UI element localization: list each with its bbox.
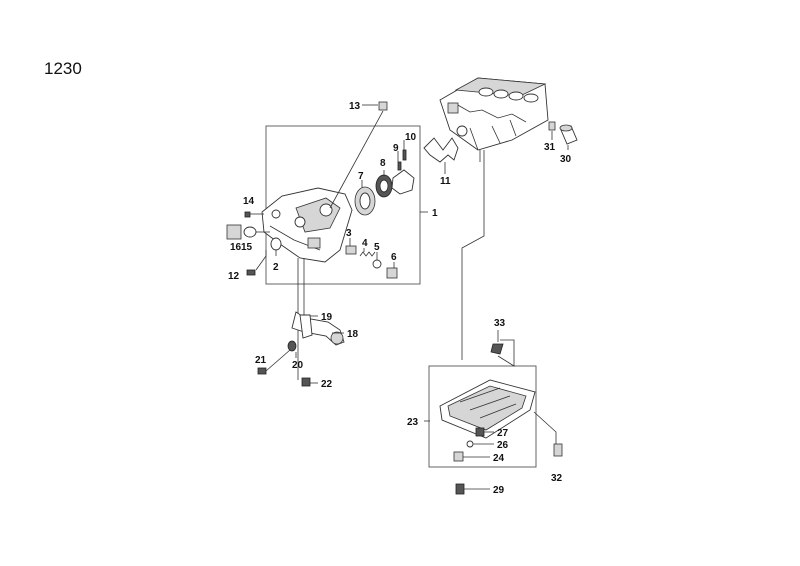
part-12-sensor <box>246 269 256 276</box>
pump-cover-plate <box>391 169 415 195</box>
callout-16: 16 <box>230 242 242 253</box>
oil-pan-group-frame <box>428 365 537 468</box>
callout-5: 5 <box>374 242 380 253</box>
callout-19: 19 <box>321 312 333 323</box>
callout-15: 15 <box>241 242 253 253</box>
part-16-sender <box>226 224 242 240</box>
part-11-gasket <box>423 137 459 163</box>
callout-31: 31 <box>544 142 556 153</box>
part-30-filter <box>559 124 578 145</box>
callout-26: 26 <box>497 440 509 451</box>
callout-23: 23 <box>407 417 419 428</box>
part-22-bolt <box>301 377 311 387</box>
part-10-screw <box>402 149 407 161</box>
callout-21: 21 <box>255 355 267 366</box>
engine-block <box>439 77 549 151</box>
part-13-bolt <box>378 101 388 111</box>
part-23-oil-pan <box>439 379 536 439</box>
callout-10: 10 <box>405 132 417 143</box>
part-18-strainer <box>291 311 345 346</box>
callout-24: 24 <box>493 453 505 464</box>
callout-22: 22 <box>321 379 333 390</box>
part-8-gear <box>375 174 393 198</box>
part-15-sender <box>243 226 257 238</box>
callout-4: 4 <box>362 238 368 249</box>
part-2-seal <box>270 237 282 251</box>
part-27-spring <box>475 427 485 437</box>
part-7-gear <box>354 186 376 216</box>
part-9-screw <box>397 161 402 171</box>
callout-32: 32 <box>551 473 563 484</box>
part-26-washer <box>466 440 474 448</box>
callout-2: 2 <box>273 262 279 273</box>
part-33-plug <box>490 343 504 355</box>
callout-1: 1 <box>432 208 438 219</box>
callout-18: 18 <box>347 329 359 340</box>
part-32-bolt <box>553 443 563 457</box>
callout-30: 30 <box>560 154 572 165</box>
part-4-spring <box>359 251 376 257</box>
part-3-plunger <box>345 245 357 255</box>
part-21-bolt <box>257 349 291 375</box>
part-31-fitting <box>548 121 556 131</box>
part-29-bolt <box>455 483 465 495</box>
callout-9: 9 <box>393 143 399 154</box>
part-19-bracket <box>299 314 313 339</box>
callout-8: 8 <box>380 158 386 169</box>
callout-33: 33 <box>494 318 506 329</box>
diagram-code: 1230 <box>44 59 82 78</box>
part-20-gasket <box>287 340 297 352</box>
callout-14: 14 <box>243 196 255 207</box>
oil-pump-group-frame <box>265 125 421 285</box>
callout-20: 20 <box>292 360 304 371</box>
part-5-washer <box>372 259 382 269</box>
callout-12: 12 <box>228 271 240 282</box>
part-24-plug <box>453 451 464 462</box>
callout-13: 13 <box>349 101 361 112</box>
callout-29: 29 <box>493 485 505 496</box>
part-14-bolt <box>244 211 264 218</box>
part-6-plug <box>386 267 398 279</box>
callout-3: 3 <box>346 228 352 239</box>
part-1-pump-body <box>261 187 353 263</box>
callout-11: 11 <box>440 176 451 187</box>
callout-7: 7 <box>358 171 364 182</box>
callout-6: 6 <box>391 252 397 263</box>
callout-27: 27 <box>497 428 509 439</box>
